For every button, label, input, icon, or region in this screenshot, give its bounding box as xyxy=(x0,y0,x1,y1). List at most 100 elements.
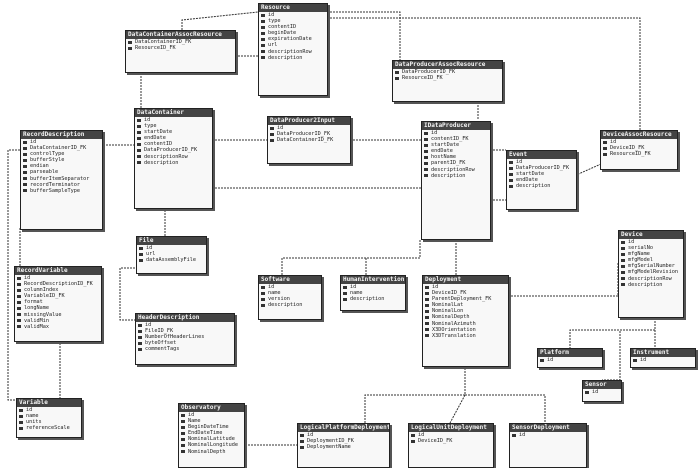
entity-field: commentTags xyxy=(136,346,234,352)
entity-field: startDate xyxy=(135,129,212,135)
entity-field: NominalDepth xyxy=(179,449,244,455)
entity-title: Observatory xyxy=(179,404,244,412)
entity-field: id xyxy=(268,125,350,131)
entity-sensor[interactable]: Sensor id xyxy=(582,380,622,402)
entity-title: Resource xyxy=(259,4,327,12)
entity-title: DataContainer xyxy=(135,109,212,117)
entity-field: id xyxy=(538,357,602,363)
entity-field: description xyxy=(259,55,327,61)
entity-field: mfgSerialNumber xyxy=(619,263,683,269)
entity-sensordeployment[interactable]: SensorDeployment id xyxy=(509,423,587,468)
entity-instrument[interactable]: Instrument id xyxy=(630,348,696,368)
entity-field: ResourceID_FK xyxy=(126,45,235,51)
entity-title: HeaderDescription xyxy=(136,314,234,322)
entity-field: DataContainerID_FK xyxy=(21,145,102,151)
entity-field: name xyxy=(17,413,81,419)
entity-field: description xyxy=(619,282,683,288)
entity-field: longName xyxy=(15,305,101,311)
entity-title: RecordVariable xyxy=(15,267,101,275)
entity-logicalplatformdeployment[interactable]: LogicalPlatformDeployment id DeploymentI… xyxy=(297,423,390,468)
entity-resource[interactable]: Resource id type contentID beginDate exp… xyxy=(258,3,328,96)
entity-title: HumanIntervention xyxy=(341,276,405,284)
entity-title: Software xyxy=(259,276,321,284)
entity-field: DataProducerID_FK xyxy=(268,131,350,137)
entity-observatory[interactable]: Observatory id Name BeginDateTime EndDat… xyxy=(178,403,245,468)
entity-field: mfgModelRevision xyxy=(619,269,683,275)
entity-field: serialNo xyxy=(619,245,683,251)
entity-platform[interactable]: Platform id xyxy=(537,348,603,368)
entity-field: expirationDate xyxy=(259,36,327,42)
entity-title: RecordDescription xyxy=(21,131,102,139)
entity-field: descriptionRow xyxy=(422,167,490,173)
entity-field: dataAssemblyFile xyxy=(137,257,206,263)
entity-field: DeviceID_FK xyxy=(409,438,493,444)
entity-field: id xyxy=(409,432,493,438)
entity-field: X3DOrientation xyxy=(423,327,508,333)
entity-field: DeviceID_FK xyxy=(601,145,677,151)
entity-field: endDate xyxy=(422,148,490,154)
entity-datacontainerassocresource[interactable]: DataContainerAssocResource DataContainer… xyxy=(125,30,236,73)
entity-field: DataProducerID_FK xyxy=(507,165,576,171)
entity-field: FileID_FK xyxy=(136,328,234,334)
entity-title: DeviceAssocResource xyxy=(601,131,677,139)
entity-field: parentID_FK xyxy=(422,160,490,166)
entity-field: contentID_FK xyxy=(422,136,490,142)
entity-title: LogicalPlatformDeployment xyxy=(298,424,389,432)
entity-field: description xyxy=(507,183,576,189)
entity-field: id xyxy=(259,284,321,290)
entity-field: DataProducerID_FK xyxy=(393,69,502,75)
entity-deviceassocresource[interactable]: DeviceAssocResource id DeviceID_FK Resou… xyxy=(600,130,678,170)
entity-field: controlType xyxy=(21,151,102,157)
entity-humanintervention[interactable]: HumanIntervention id name description xyxy=(340,275,406,311)
entity-idataproducer[interactable]: IDataProducer id contentID_FK startDate … xyxy=(421,121,491,240)
entity-field: endDate xyxy=(135,135,212,141)
entity-field: url xyxy=(259,42,327,48)
entity-field: id xyxy=(136,322,234,328)
entity-dataproducer2input[interactable]: DataProducer2Input id DataProducerID_FK … xyxy=(267,116,351,164)
entity-software[interactable]: Software id name version description xyxy=(258,275,322,320)
entity-datacontainer[interactable]: DataContainer id type startDate endDate … xyxy=(134,108,213,209)
entity-field: id xyxy=(583,389,621,395)
entity-field: DeploymentName xyxy=(298,444,389,450)
entity-field: id xyxy=(21,139,102,145)
entity-field: id xyxy=(601,139,677,145)
entity-field: validMax xyxy=(15,324,101,330)
entity-field: descriptionRow xyxy=(619,276,683,282)
entity-title: LogicalUnitDeployment xyxy=(409,424,493,432)
entity-field: format xyxy=(15,299,101,305)
entity-title: Variable xyxy=(17,399,81,407)
entity-title: Sensor xyxy=(583,381,621,389)
entity-field: id xyxy=(341,284,405,290)
entity-field: mfgName xyxy=(619,251,683,257)
entity-field: name xyxy=(259,290,321,296)
entity-field: id xyxy=(179,412,244,418)
entity-field: id xyxy=(619,239,683,245)
entity-variable[interactable]: Variable id name units referenceScale xyxy=(16,398,82,438)
entity-title: DataContainerAssocResource xyxy=(126,31,235,39)
entity-field: id xyxy=(507,159,576,165)
entity-event[interactable]: Event id DataProducerID_FK startDate end… xyxy=(506,150,577,210)
entity-field: id xyxy=(259,12,327,18)
entity-field: description xyxy=(135,160,212,166)
entity-file[interactable]: File id url dataAssemblyFile xyxy=(136,236,207,274)
entity-field: NominalDepth xyxy=(423,314,508,320)
entity-field: contentID xyxy=(135,141,212,147)
entity-field: startDate xyxy=(507,171,576,177)
entity-logicalunitdeployment[interactable]: LogicalUnitDeployment id DeviceID_FK xyxy=(408,423,494,468)
entity-headerdescription[interactable]: HeaderDescription id FileID_FK NumberOfH… xyxy=(135,313,235,365)
entity-field: NominalLongitude xyxy=(179,442,244,448)
entity-dataproducerassocresource[interactable]: DataProducerAssocResource DataProducerID… xyxy=(392,60,503,102)
entity-title: SensorDeployment xyxy=(510,424,586,432)
entity-field: type xyxy=(259,18,327,24)
entity-recorddescription[interactable]: RecordDescription id DataContainerID_FK … xyxy=(20,130,103,230)
entity-field: parseable xyxy=(21,169,102,175)
entity-recordvariable[interactable]: RecordVariable id RecordDescriptionID_FK… xyxy=(14,266,102,342)
entity-field: DeploymentID_FK xyxy=(298,438,389,444)
entity-field: id xyxy=(423,284,508,290)
entity-field: columnIndex xyxy=(15,287,101,293)
entity-deployment[interactable]: Deployment id DeviceID_FK ParentDeployme… xyxy=(422,275,509,367)
entity-field: X3DTranslation xyxy=(423,333,508,339)
entity-title: Device xyxy=(619,231,683,239)
entity-device[interactable]: Device id serialNo mfgName mfgModel mfgS… xyxy=(618,230,684,318)
